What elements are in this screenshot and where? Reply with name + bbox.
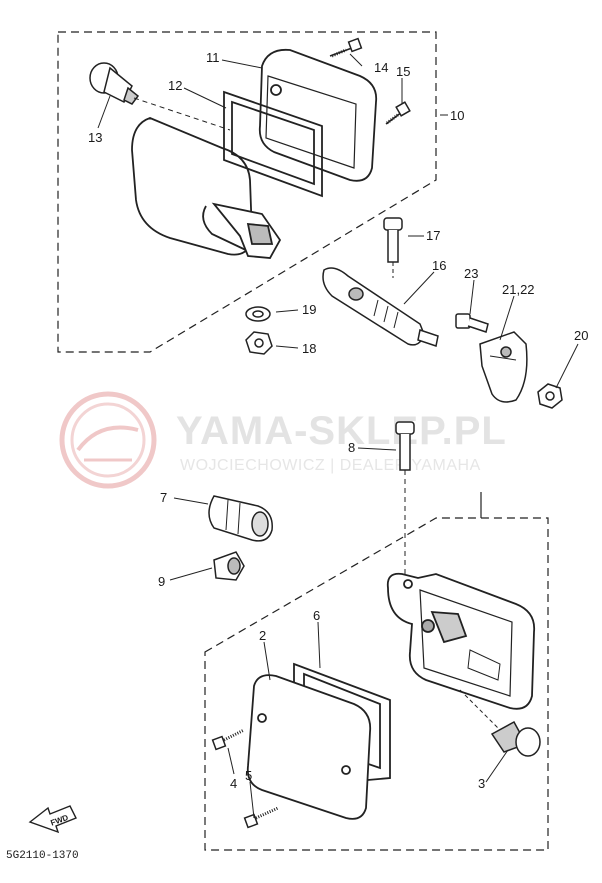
screw-14 [329,37,363,58]
stay-16 [322,267,439,347]
callout-4: 4 [230,776,237,791]
screw-4 [211,728,245,751]
bulb-lower-axis [459,689,501,731]
callout-8: 8 [348,440,355,455]
callout-15: 15 [396,64,410,79]
gasket-upper [223,90,323,198]
callout-19: 19 [302,302,316,317]
screw-5 [243,806,279,829]
lower-group-boundary [204,517,549,851]
watermark-logo [59,391,157,489]
callout-21-22: 21,22 [502,282,535,297]
callout-13: 13 [88,130,102,145]
callouts: 11 14 15 10 12 13 17 16 23 21,22 19 18 2… [88,50,588,791]
fwd-arrow: FWD [28,805,77,834]
screw-15 [385,101,411,125]
washer-19 [245,306,271,322]
collar-7 [208,495,273,542]
bulb-lower [490,720,541,757]
bulb-upper-axis [133,97,231,131]
upper-group-boundary [57,31,437,353]
nut-18 [245,331,273,355]
bracket-21-22 [479,331,528,403]
lens-upper [258,48,378,182]
watermark-title: YAMA-SKLEP.PL [176,409,507,453]
watermark: YAMA-SKLEP.PL WOJCIECHOWICZ | DEALER YAM… [59,391,507,489]
callout-23: 23 [464,266,478,281]
bolt-23 [455,313,489,333]
callout-16: 16 [432,258,446,273]
callout-10: 10 [450,108,464,123]
callout-20: 20 [574,328,588,343]
callout-6: 6 [313,608,320,623]
leader-lines [97,53,579,819]
callout-9: 9 [158,574,165,589]
grommet-9 [213,551,245,581]
callout-5: 5 [245,768,252,783]
callout-11: 11 [206,50,220,65]
callout-7: 7 [160,490,167,505]
callout-3: 3 [478,776,485,791]
callout-14: 14 [374,60,388,75]
watermark-subtitle: WOJCIECHOWICZ | DEALER YAMAHA [180,457,481,474]
callout-2: 2 [259,628,266,643]
diagram-code: 5G2110-1370 [6,850,79,862]
housing-upper [131,117,282,259]
nut-20 [537,383,563,409]
callout-12: 12 [168,78,182,93]
housing-lower [386,572,536,710]
bulb-upper [89,62,140,105]
bolt-17 [383,217,403,263]
callout-18: 18 [302,341,316,356]
lens-lower [246,674,372,820]
callout-17: 17 [426,228,440,243]
